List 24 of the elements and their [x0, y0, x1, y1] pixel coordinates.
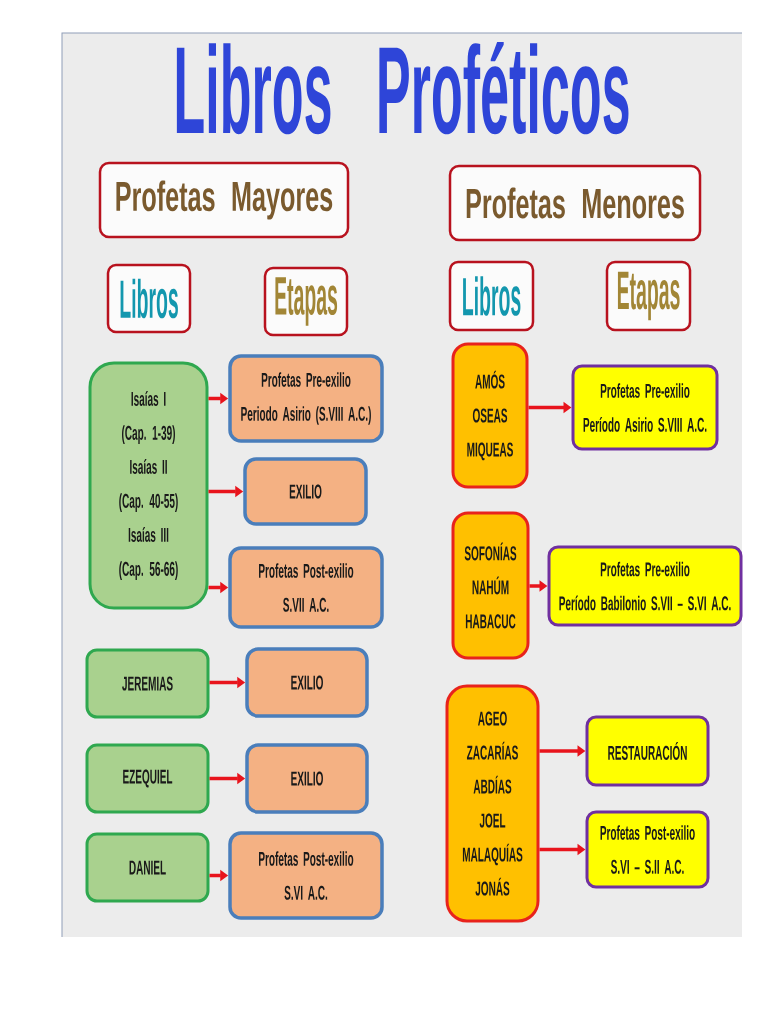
- book-box: EZEQUIEL: [85, 743, 210, 814]
- book-box: AGEO ZACARÍAS ABDÍAS JOEL MALAQUÍAS JONÁS: [445, 684, 540, 923]
- column-header-box: Etapas: [263, 266, 349, 337]
- title: Libros Proféticos: [176, 42, 629, 135]
- period-box: Profetas Post-exilio S.VI – S.II A.C.: [585, 810, 710, 889]
- book-box: DANIEL: [85, 832, 210, 903]
- book-box: AMÓS OSEAS MIQUEAS: [451, 342, 529, 489]
- book-box: Isaías I (Cap. 1-39) Isaías II (Cap. 40-55) Isaías III (Cap. 56-66): [88, 361, 209, 610]
- column-header-box: Etapas: [605, 260, 692, 332]
- column-header-box: Libros: [106, 263, 192, 334]
- period-box: Profetas Pre-exilio Período Asirio S.VIII A.C.: [571, 364, 719, 451]
- period-box: Profetas Post-exilio S.VI A.C.: [228, 831, 384, 920]
- book-box: JEREMIAS: [85, 648, 210, 719]
- period-box: EXILIO: [245, 743, 369, 814]
- period-box: EXILIO: [243, 457, 368, 526]
- column-header-box: Libros: [448, 260, 535, 332]
- period-box: RESTAURACIÓN: [585, 715, 710, 787]
- section-header-box: Profetas Mayores: [98, 161, 350, 239]
- period-box: EXILIO: [245, 647, 369, 718]
- book-box: SOFONÍAS NAHÚM HABACUC: [451, 511, 530, 660]
- period-box: Profetas Pre-exilio Periodo Asirio (S.VIII A.C.): [228, 354, 384, 443]
- section-header-box: Profetas Menores: [448, 164, 702, 242]
- period-box: Profetas Pre-exilio Período Babilonio S.VII – S.VI A.C.: [547, 545, 743, 627]
- period-box: Profetas Post-exilio S.VII A.C.: [228, 546, 384, 629]
